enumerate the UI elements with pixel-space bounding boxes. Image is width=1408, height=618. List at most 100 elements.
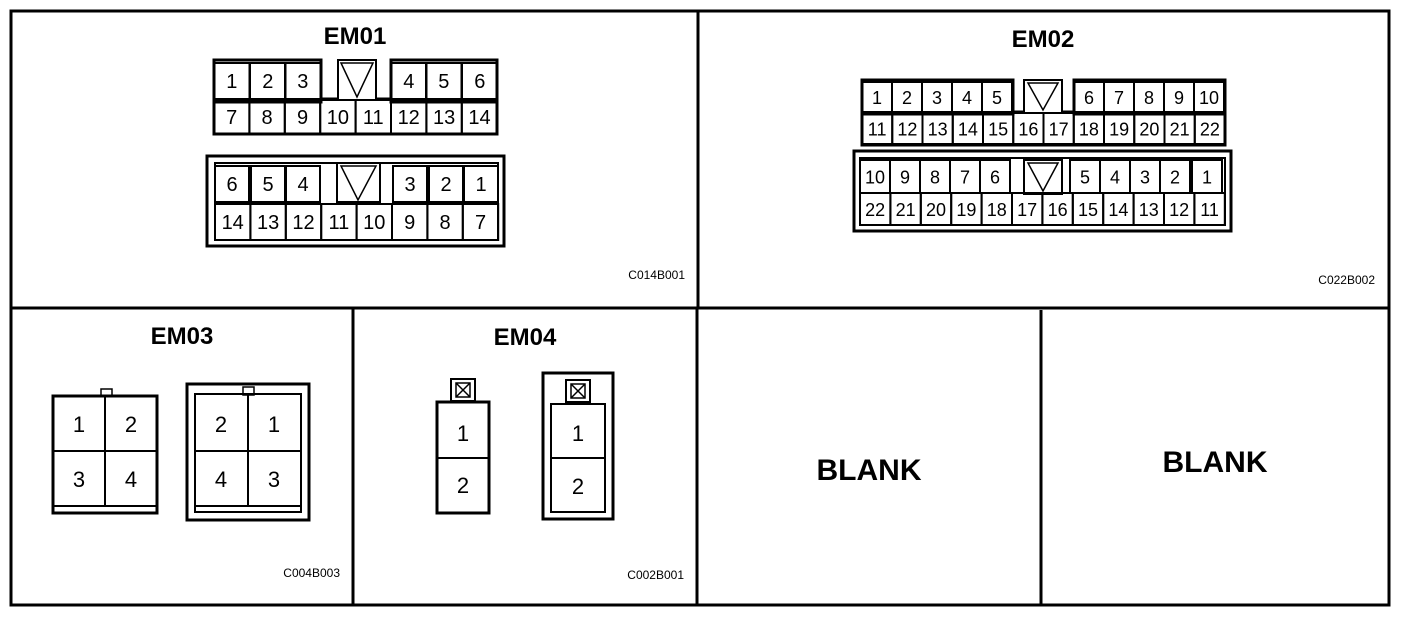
pin-label: 1: [1202, 168, 1212, 188]
pin-label: 8: [262, 107, 273, 129]
pin-label: 13: [1139, 200, 1159, 220]
em04-female-lock-cross: [455, 382, 471, 398]
pin-label: 4: [962, 88, 972, 108]
pin-label: 3: [1140, 168, 1150, 188]
em02-male-key-triangle: [1026, 162, 1060, 193]
em04-female-lock-inner: [455, 382, 471, 398]
em04-title: EM04: [494, 324, 557, 351]
pin-label: 11: [329, 212, 350, 234]
em04-male-lock-inner: [570, 383, 586, 399]
pin-label: 11: [1200, 200, 1219, 220]
pin-label: 10: [865, 168, 885, 188]
pin-label: 1: [475, 174, 486, 196]
em01-female-key-block: [337, 59, 377, 101]
pin-cell: [461, 203, 500, 241]
pin-label: 20: [926, 200, 946, 220]
pin-label: 13: [257, 212, 279, 234]
pin-label: 4: [403, 71, 414, 93]
pin-label: 9: [900, 168, 910, 188]
pin-label: 4: [297, 174, 308, 196]
em01-male-key-block: [336, 162, 381, 203]
pin-label: 16: [1018, 120, 1038, 140]
pin-label: 19: [956, 200, 976, 220]
pin-label: 19: [1109, 120, 1129, 140]
pin-label: 16: [1048, 200, 1068, 220]
pin-label: 2: [572, 474, 584, 499]
pin-label: 2: [457, 473, 469, 498]
pin-label: 7: [226, 107, 237, 129]
pin-label: 18: [1079, 120, 1099, 140]
pin-cell: [1193, 192, 1226, 226]
pin-label: 7: [1114, 88, 1124, 108]
pin-label: 1: [268, 412, 280, 437]
pin-label: 1: [73, 412, 85, 437]
pin-label: 13: [433, 107, 455, 129]
pin-label: 18: [987, 200, 1007, 220]
pin-label: 6: [226, 174, 237, 196]
pin-label: 14: [468, 107, 490, 129]
pin-label: 1: [572, 421, 584, 446]
pin-label: 17: [1017, 200, 1037, 220]
pin-label: 5: [438, 71, 449, 93]
pin-label: 4: [1110, 168, 1120, 188]
pin-label: 12: [1169, 200, 1189, 220]
pin-label: 9: [1174, 88, 1184, 108]
pin-cell: [463, 165, 499, 203]
pin-label: 3: [297, 71, 308, 93]
pin-label: 14: [222, 212, 244, 234]
pin-label: 9: [404, 212, 415, 234]
pin-label: 17: [1049, 120, 1069, 140]
pin-label: 6: [1084, 88, 1094, 108]
pin-label: 1: [226, 71, 237, 93]
pin-cell: [1193, 112, 1226, 145]
em03-code: C004B003: [283, 566, 340, 580]
pin-label: 3: [404, 174, 415, 196]
pin-label: 5: [1080, 168, 1090, 188]
blank-left-label: BLANK: [817, 454, 922, 487]
em04-female-cells: 12: [457, 421, 469, 498]
pin-label: 10: [363, 212, 385, 234]
pin-label: 6: [474, 71, 485, 93]
pin-label: 9: [297, 107, 308, 129]
pin-label: 3: [932, 88, 942, 108]
pin-label: 7: [475, 212, 486, 234]
pin-label: 2: [1170, 168, 1180, 188]
em02-title: EM02: [1012, 26, 1075, 53]
em04-male-connector: 12: [541, 371, 615, 521]
em04-code: C002B001: [627, 568, 684, 582]
pin-label: 8: [1144, 88, 1154, 108]
em04-female-connector: 12: [435, 378, 491, 515]
pin-label: 15: [988, 120, 1008, 140]
pin-label: 21: [896, 200, 916, 220]
pin-label: 12: [292, 212, 314, 234]
pin-label: 2: [215, 412, 227, 437]
pin-label: 2: [262, 71, 273, 93]
pin-label: 2: [902, 88, 912, 108]
pin-label: 5: [992, 88, 1002, 108]
pin-cell: [460, 99, 499, 135]
panel-grid: [9, 9, 1391, 607]
pin-label: 12: [897, 120, 917, 140]
em04-male-lock-cross: [570, 383, 586, 399]
pin-label: 22: [865, 200, 885, 220]
pin-label: 1: [872, 88, 882, 108]
em01-code: C014B001: [628, 268, 685, 282]
pin-label: 15: [1078, 200, 1098, 220]
em02-code: C022B002: [1318, 273, 1375, 287]
em04-male-cells: 12: [572, 421, 584, 499]
pin-label: 2: [440, 174, 451, 196]
pin-label: 8: [440, 212, 451, 234]
pin-label: 13: [928, 120, 948, 140]
pin-label: 8: [930, 168, 940, 188]
pin-label: 11: [868, 120, 887, 140]
